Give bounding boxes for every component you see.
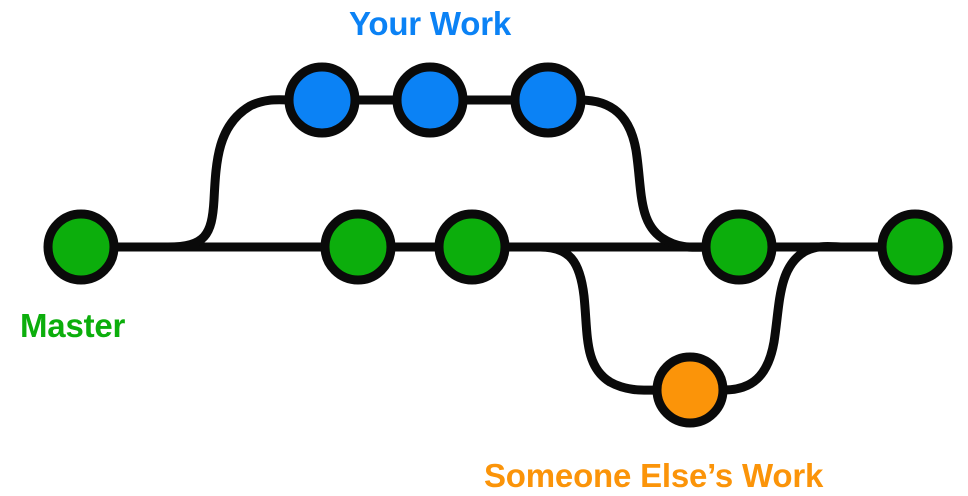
commit-node-your-work-2[interactable]: [392, 62, 468, 138]
edge-your-work-merge-to-master: [575, 95, 715, 252]
edge-master-to-your-work-branch: [163, 95, 295, 252]
commit-node-master-2[interactable]: [320, 209, 396, 285]
commit-node-your-work-3[interactable]: [510, 62, 586, 138]
commit-node-master-5-head[interactable]: [877, 209, 953, 285]
edge-master-to-someone-else-branch: [535, 242, 663, 395]
commit-node-master-4-merge[interactable]: [701, 209, 777, 285]
branch-label-your-work: Your Work: [349, 5, 512, 42]
edge-someone-else-merge-to-master: [719, 241, 849, 395]
commit-node-someone-else-1[interactable]: [652, 352, 728, 428]
branch-label-someone-else-work: Someone Else’s Work: [484, 457, 824, 494]
master-commit-nodes: [43, 209, 953, 285]
your-work-commit-nodes: [284, 62, 586, 138]
someone-else-commit-nodes: [652, 352, 728, 428]
commit-node-your-work-1[interactable]: [284, 62, 360, 138]
commit-node-master-1[interactable]: [43, 209, 119, 285]
branch-label-master: Master: [20, 307, 126, 344]
commit-node-master-3[interactable]: [434, 209, 510, 285]
